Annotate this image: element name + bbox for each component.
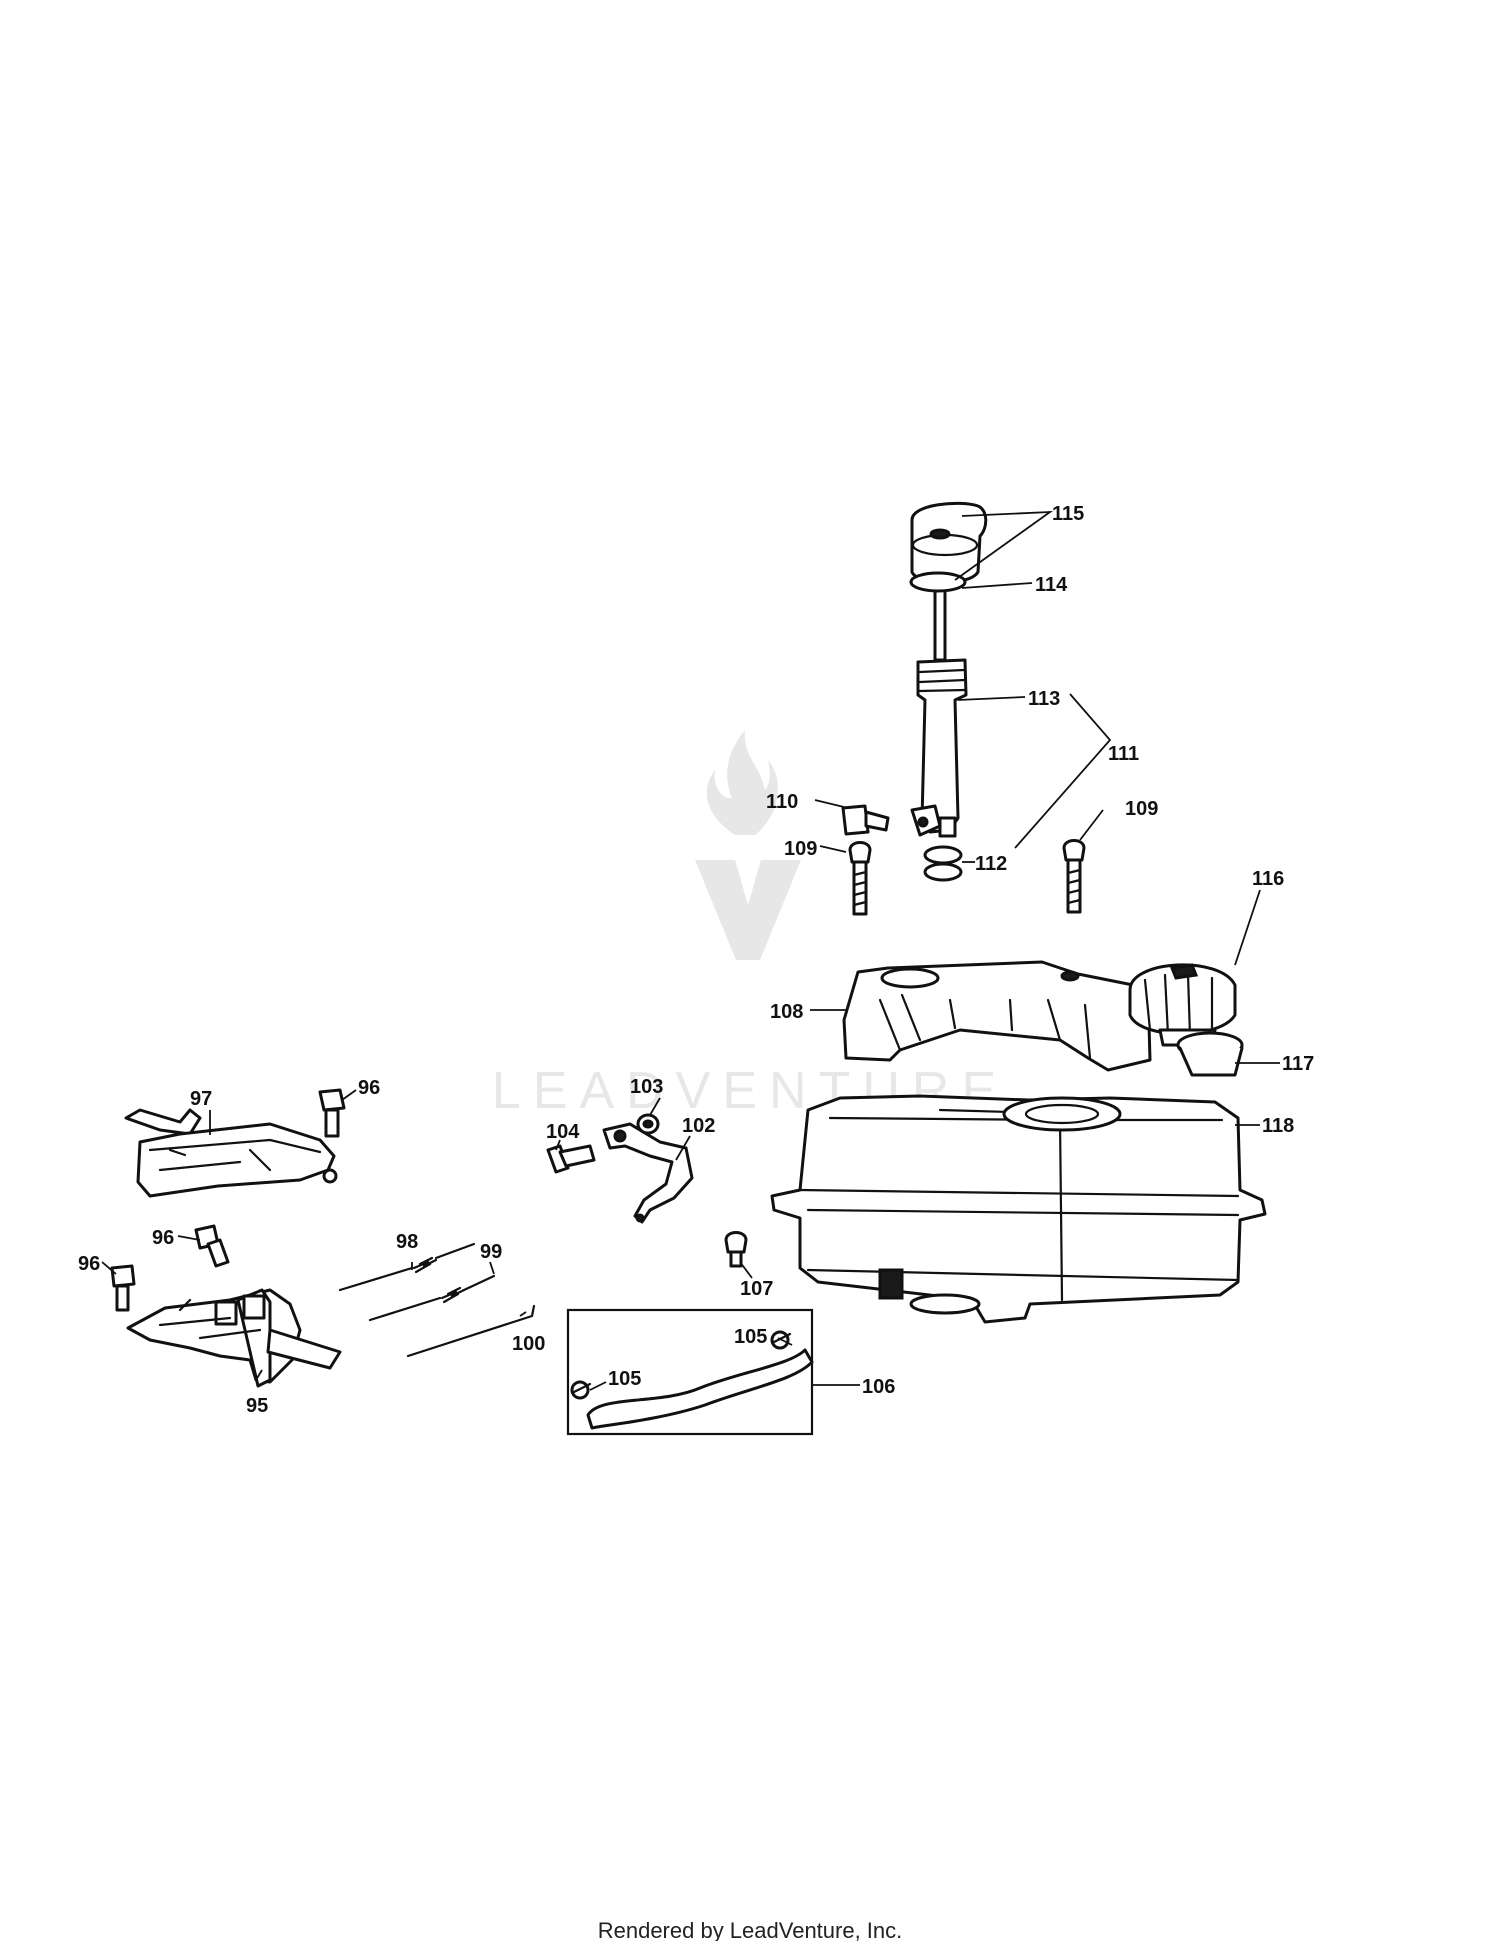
part-105-hose-clamp-left — [570, 1380, 592, 1400]
callout-115: 115 — [1052, 503, 1084, 525]
callout-109-right: 109 — [1125, 798, 1158, 820]
callout-103: 103 — [630, 1076, 663, 1098]
v-logo-icon — [695, 860, 801, 960]
callout-95: 95 — [246, 1395, 268, 1417]
part-105-hose-clamp-right — [770, 1330, 792, 1350]
part-104-screw — [546, 1144, 596, 1174]
part-112-washers — [923, 845, 963, 882]
part-102-bracket — [602, 1122, 694, 1224]
part-99-spring — [368, 1274, 496, 1322]
part-100-link-rod — [406, 1304, 536, 1358]
callout-102: 102 — [682, 1115, 715, 1137]
callout-106: 106 — [862, 1376, 895, 1398]
part-117-fuel-strainer — [1176, 1031, 1244, 1077]
callout-113: 113 — [1028, 688, 1060, 710]
part-106-fuel-line-kit — [566, 1308, 814, 1436]
callout-104: 104 — [546, 1121, 580, 1143]
leader-lines — [101, 510, 1280, 1391]
part-110-bolt — [841, 804, 890, 836]
part-96-bolt-middle — [194, 1224, 230, 1268]
callout-98: 98 — [396, 1231, 418, 1253]
part-96-bolt-left — [110, 1264, 136, 1312]
callout-96-middle: 96 — [152, 1227, 174, 1249]
callout-96-top: 96 — [358, 1077, 380, 1099]
part-118-fuel-tank — [770, 1094, 1267, 1324]
flame-logo-icon — [706, 730, 778, 835]
callout-105-right: 105 — [734, 1326, 767, 1348]
callout-116: 116 — [1252, 868, 1284, 890]
callout-96-left: 96 — [78, 1253, 100, 1275]
part-113-oil-fill-tube — [910, 658, 968, 838]
callout-118: 118 — [1262, 1115, 1294, 1137]
callout-labels: 115 114 113 111 110 109 109 112 116 108 … — [78, 503, 1314, 1417]
callout-114: 114 — [1035, 574, 1068, 596]
part-109-bolt-left — [848, 841, 872, 916]
callout-97: 97 — [190, 1088, 212, 1110]
part-108-tank-cover — [842, 960, 1152, 1072]
callout-105-left: 105 — [608, 1368, 641, 1390]
callout-110: 110 — [766, 791, 798, 813]
callout-117: 117 — [1282, 1053, 1314, 1075]
part-97-governor-plate — [124, 1108, 338, 1198]
part-103-nut — [636, 1113, 660, 1135]
footer-credit: Rendered by LeadVenture, Inc. — [597, 1918, 903, 1941]
callout-112: 112 — [975, 853, 1007, 875]
part-107-fuel-valve — [724, 1231, 748, 1268]
part-109-bolt-right — [1062, 839, 1086, 914]
part-114-o-ring — [909, 571, 967, 593]
callout-108: 108 — [770, 1001, 803, 1023]
callout-100: 100 — [512, 1333, 545, 1355]
callout-107: 107 — [740, 1278, 773, 1300]
callout-109-left: 109 — [784, 838, 817, 860]
part-95-throttle-control-assembly — [126, 1288, 342, 1388]
callout-99: 99 — [480, 1241, 502, 1263]
callout-111: 111 — [1108, 743, 1139, 765]
part-96-bolt-top — [318, 1088, 346, 1138]
part-98-spring — [338, 1242, 476, 1292]
